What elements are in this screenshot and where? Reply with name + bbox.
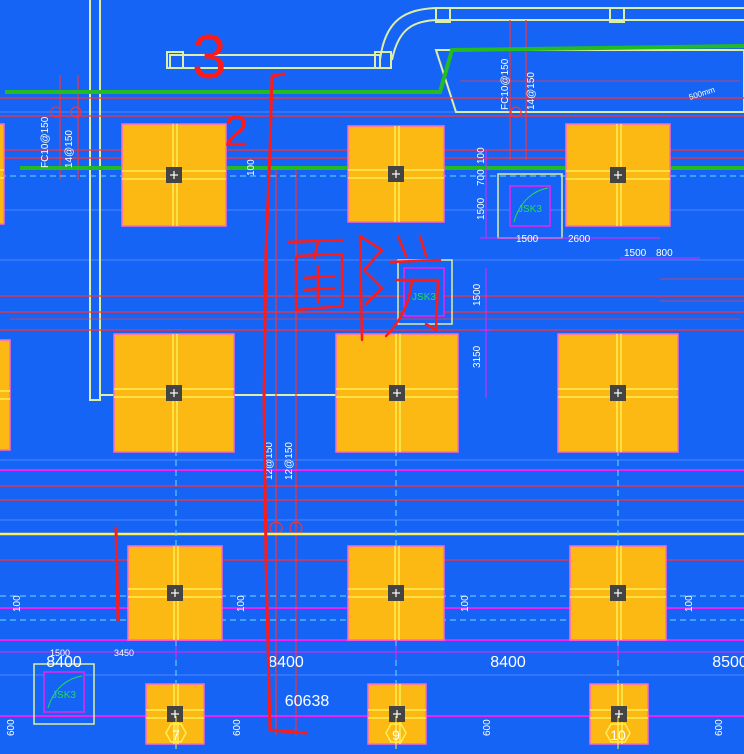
footing-13[interactable] [367,683,427,745]
footing-11[interactable] [569,545,667,641]
dim-3150: 3150 [472,345,483,368]
dotted-rebar-hatch [10,80,744,320]
footing-6[interactable] [113,333,235,453]
pit-label-a: JSK3 [518,204,542,215]
rebar-label-12-b: 12@150 [284,442,295,480]
rebar-label-14-b: 14@150 [526,72,537,110]
footing-8[interactable] [557,333,679,453]
dimension-texts: 100 100 700 1500 1500 2600 1500 800 1500… [6,147,725,736]
footing-7[interactable] [335,333,459,453]
axis-label-10: 10 [610,727,626,743]
dim-1500-a: 1500 [476,197,487,220]
footing-12[interactable] [145,683,205,745]
hand-note-face-rebar: 面筋 [286,246,406,313]
rebar-note-top-right: 500mm [688,85,716,102]
footing-9[interactable] [127,545,223,641]
footing-14[interactable] [589,683,649,745]
dim-100-e: 100 [460,595,471,612]
footing-3[interactable] [347,125,445,223]
dim-1500-c: 1500 [624,248,647,259]
hand-tick [114,526,120,622]
dim-100-c: 100 [12,595,23,612]
dim-800: 800 [656,248,673,259]
span-dim-3: 8400 [490,654,526,671]
pit-jsk-a[interactable]: JSK3 [497,173,563,239]
pit-jsk-c[interactable]: JSK3 [33,663,95,725]
footing-1[interactable] [0,123,5,225]
dim-600-b: 600 [232,719,243,736]
footing-10[interactable] [347,545,445,641]
pit-jsk-b[interactable]: JSK3 [397,259,453,325]
dim-600-a: 600 [6,719,17,736]
handwritten-annotations [114,72,442,735]
dim-100-f: 100 [684,595,695,612]
dim-100-a: 100 [246,159,257,176]
axis-marker-7: 7 [165,716,187,749]
footings-group [0,123,679,745]
dim-100-b: 100 [476,147,487,164]
dim-1500-e: 1500 [50,648,70,658]
footing-2[interactable] [121,123,227,227]
dim-1500-d: 1500 [472,283,483,306]
footing-5[interactable] [0,339,11,451]
dim-600-c: 600 [482,719,493,736]
footing-4[interactable] [565,123,671,227]
total-dim: 60638 [285,693,330,710]
dimension-lines [0,150,744,660]
axis-marker-9: 9 [385,716,407,749]
axis-markers: 7 9 10 [165,716,631,749]
hand-number-2: 2 [224,107,248,156]
rebar-label-fc-top-2: FC10@150 [500,58,511,110]
rebar-label-fc-top-1: FC10@150 [40,116,51,168]
span-dim-1: 8400 [46,654,82,671]
span-dimensions: 8400 8400 8400 8500 60638 [46,654,744,710]
pit-label-c: JSK3 [52,690,76,701]
dim-700: 700 [476,169,487,186]
hand-note-face-rebar-strokes [286,234,442,342]
hand-number-3: 3 [192,23,226,92]
dim-3450: 3450 [114,648,134,658]
hand-bracket [262,72,308,735]
handwritten-text: 3 2 面筋 [192,23,406,313]
rebar-label-14-a: 14@150 [64,130,75,168]
dim-1500-b: 1500 [516,234,539,245]
dim-600-d: 600 [714,719,725,736]
pit-label-b: JSK3 [412,292,436,303]
dim-2600: 2600 [568,234,591,245]
span-dim-2: 8400 [268,654,304,671]
rebar-label-12-a: 12@150 [264,442,275,480]
axis-label-7: 7 [172,727,180,743]
dim-100-d: 100 [236,595,247,612]
span-dim-4: 8500 [712,654,744,671]
axis-label-9: 9 [392,727,400,743]
axis-marker-10: 10 [605,716,631,749]
